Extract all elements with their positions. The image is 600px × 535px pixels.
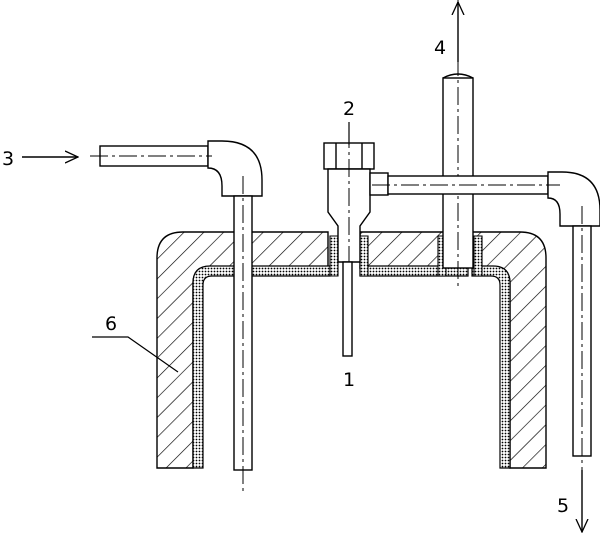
- inlet-pipe: [90, 140, 263, 492]
- sensor-probe: [342, 261, 353, 357]
- sensor-fitting: [323, 130, 389, 357]
- label-vessel-wall: 6: [105, 313, 117, 335]
- label-fitting: 2: [343, 98, 355, 120]
- insulation-lining: [192, 235, 511, 469]
- outlet-pipe-bottom: [372, 171, 600, 470]
- part-labels: 1 2 3 4 5 6: [2, 37, 569, 517]
- leader-lines: [92, 122, 350, 373]
- flow-arrows: [22, 2, 582, 532]
- label-outlet-top: 4: [434, 37, 446, 59]
- label-inlet: 3: [2, 148, 14, 170]
- outlet-pipe-top: [442, 0, 474, 290]
- label-outlet-bottom: 5: [557, 495, 569, 517]
- label-sensor: 1: [343, 369, 355, 391]
